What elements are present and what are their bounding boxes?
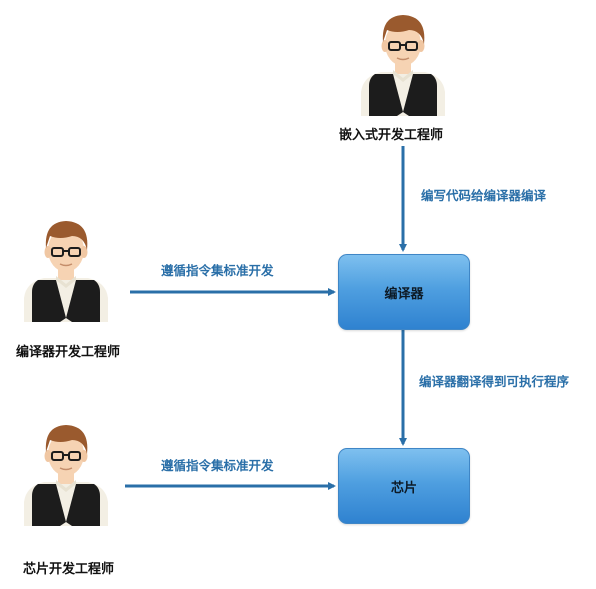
embedded-engineer-label: 嵌入式开发工程师 xyxy=(339,128,444,143)
edge-label-embedded-to-compiler: 编写代码给编译器编译 xyxy=(421,188,547,203)
chip-node-label: 芯片 xyxy=(390,480,417,496)
embedded-engineer-avatar xyxy=(357,8,449,116)
chip-engineer-label: 芯片开发工程师 xyxy=(23,562,115,577)
engineer-avatar-icon xyxy=(24,221,108,322)
edge-label-chip-dev-to-chip: 遵循指令集标准开发 xyxy=(161,458,274,473)
chip-node: 芯片 xyxy=(338,448,470,524)
engineer-avatar-icon xyxy=(24,425,108,526)
edge-label-compiler-dev-to-compiler: 遵循指令集标准开发 xyxy=(161,263,274,278)
compiler-engineer-label: 编译器开发工程师 xyxy=(16,345,121,360)
compiler-node-label: 编译器 xyxy=(384,286,424,302)
chip-engineer-avatar xyxy=(20,418,112,526)
compiler-engineer-avatar xyxy=(20,214,112,322)
edge-label-compiler-to-chip: 编译器翻译得到可执行程序 xyxy=(419,374,570,389)
compiler-node: 编译器 xyxy=(338,254,470,330)
engineer-avatar-icon xyxy=(361,15,445,116)
